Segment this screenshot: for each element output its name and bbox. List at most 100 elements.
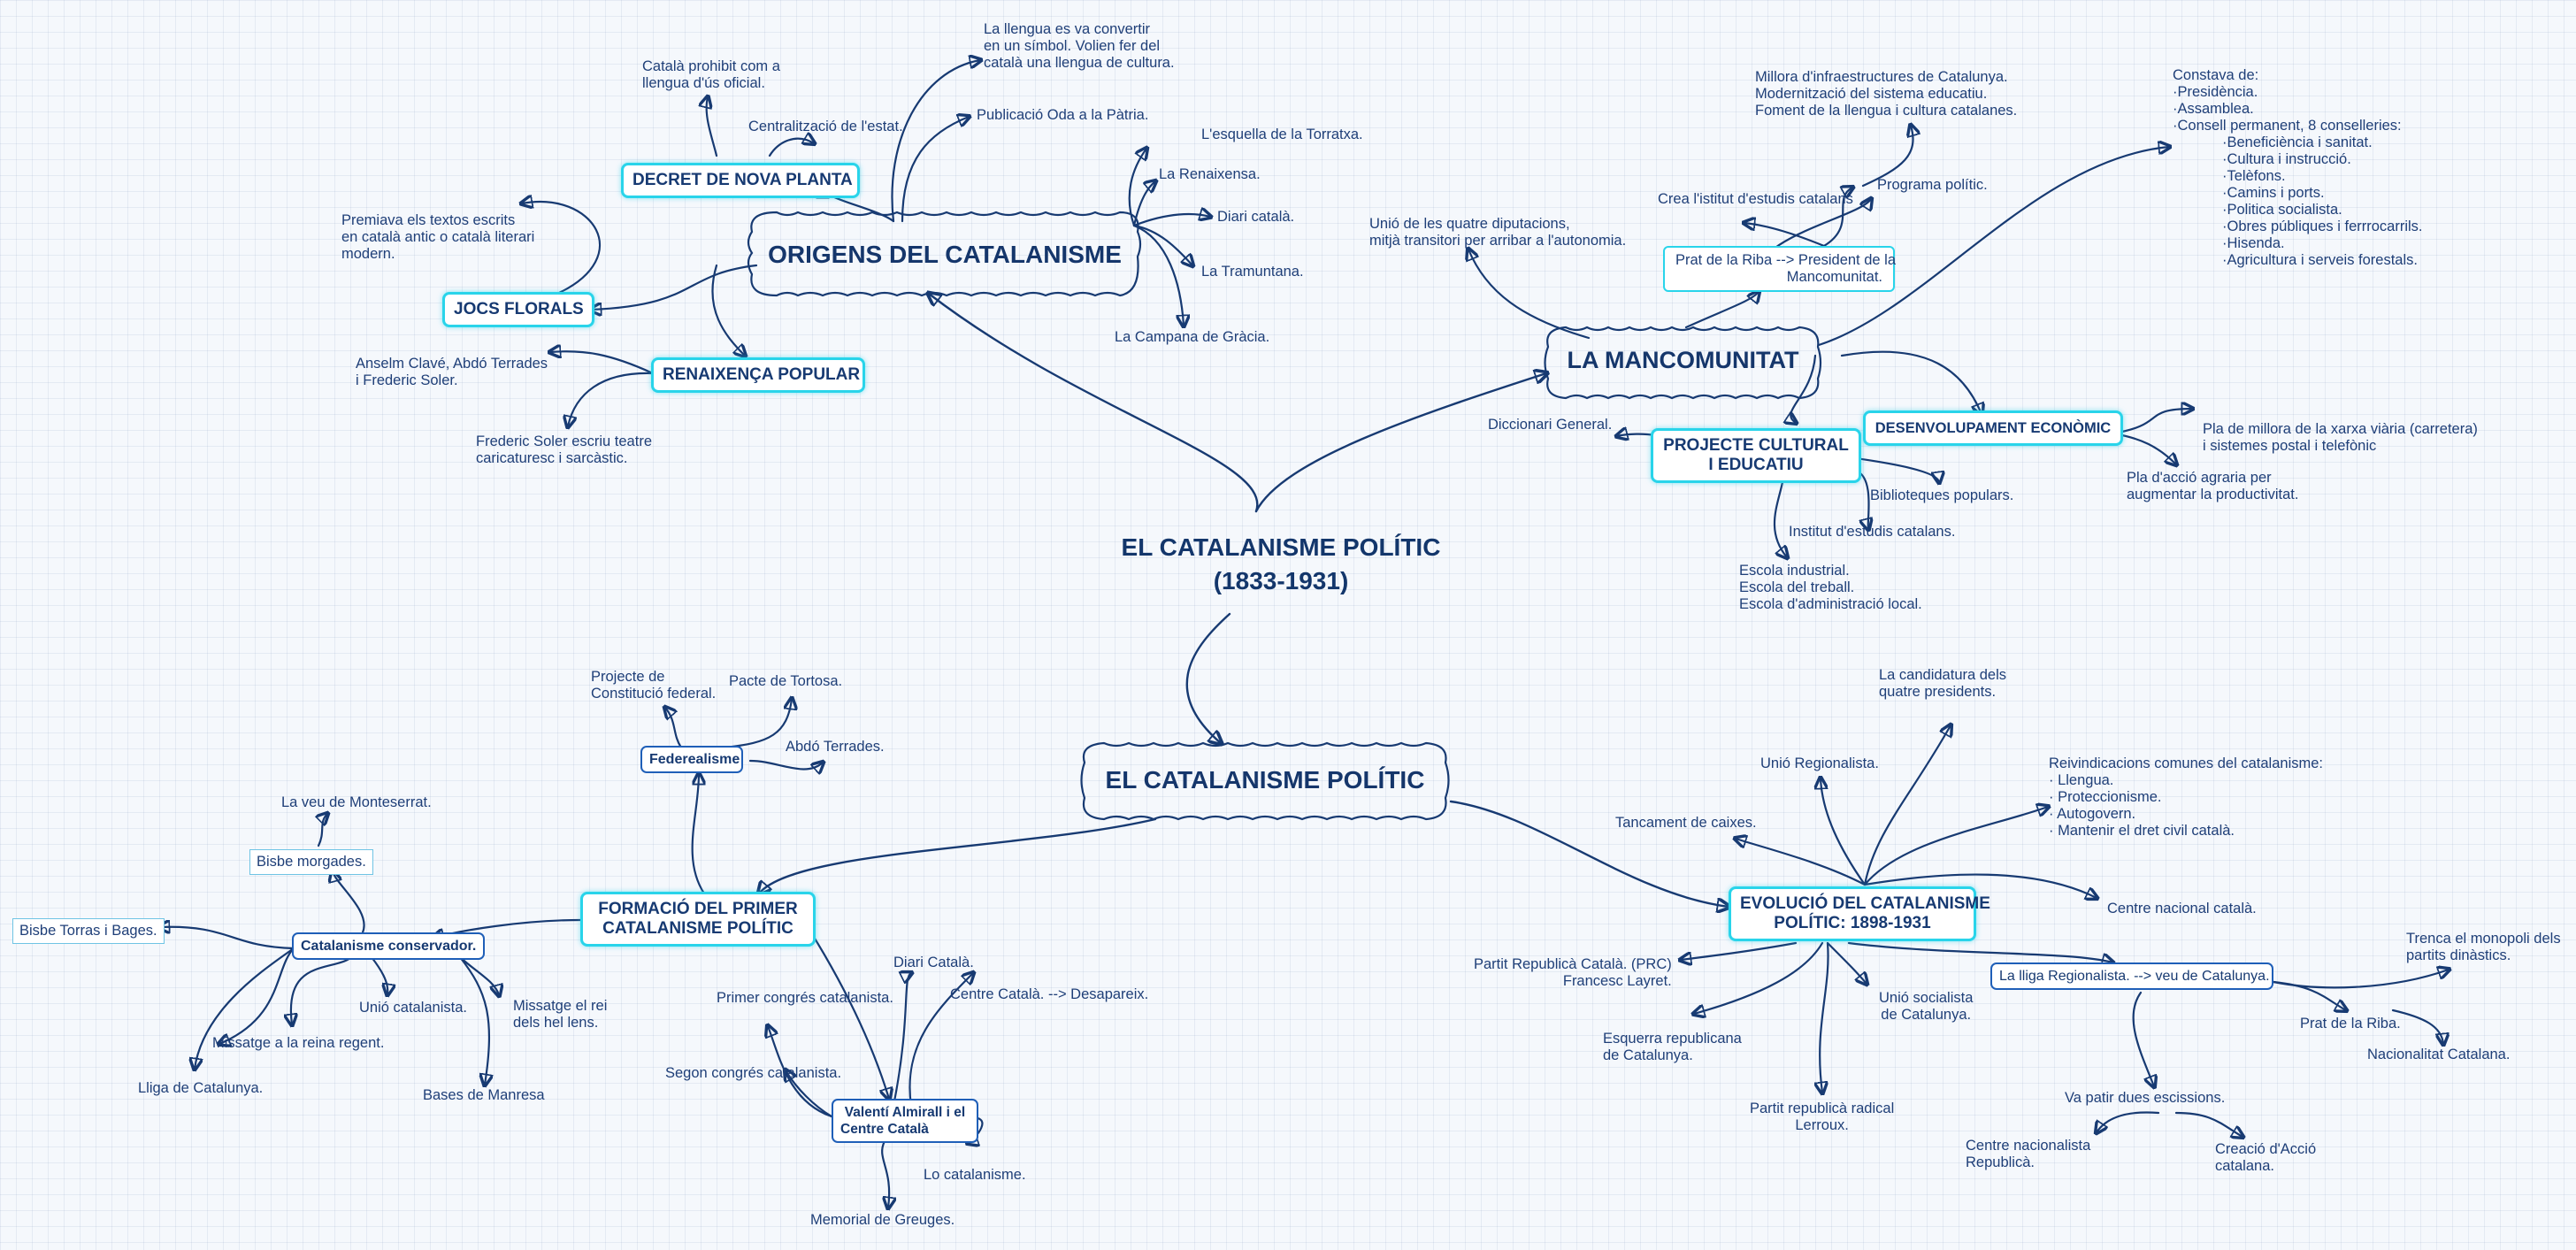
prat-riba-text: Prat de la Riba. xyxy=(2300,1016,2401,1031)
pla-agraria-text: Pla d'acció agraria per augmentar la pro… xyxy=(2127,470,2298,503)
veu-monteserrat-text: La veu de Monteserrat. xyxy=(281,794,432,810)
text-line: llengua d'ús oficial. xyxy=(642,75,765,91)
text-line: Projecte de xyxy=(591,669,665,685)
text-line: Prat de la Riba --> President de la xyxy=(1675,252,1897,268)
abdo-terrades-text: Abdó Terrades. xyxy=(786,739,885,755)
text-line: i sistemes postal i telefònic xyxy=(2203,438,2377,454)
unio-socialista-text: Unió socialista de Catalunya. xyxy=(1879,990,1973,1024)
text-line: ·Politica socialista. xyxy=(2222,202,2342,218)
desenvolupament-economic-box[interactable]: DESENVOLUPAMENT ECONÒMIC xyxy=(1863,410,2123,446)
prat-president-box[interactable]: Prat de la Riba --> President de la Manc… xyxy=(1663,246,1897,292)
text-line: ·Hisenda. xyxy=(2222,235,2285,251)
text-line: ·Consell permanent, 8 conselleries: xyxy=(2173,118,2402,134)
missatge-rei-text: Missatge el rei dels hel lens. xyxy=(513,998,607,1031)
centralitzacio-text: Centralització de l'estat. xyxy=(748,119,903,134)
text-line: en un símbol. Volien fer del xyxy=(984,38,1161,54)
federalisme-box[interactable]: Federealisme xyxy=(640,746,743,773)
diari-catala-premsa-text: Diari català. xyxy=(1217,209,1295,225)
text-line: Anselm Clavé, Abdó Terrades xyxy=(356,356,548,372)
text-line: ·Assamblea. xyxy=(2173,101,2254,117)
text-line: Partit republicà radical xyxy=(1750,1100,1895,1116)
text-line: · Proteccionisme. xyxy=(2049,789,2162,805)
text-line: Creació d'Acció xyxy=(2215,1141,2317,1157)
almirall-centre-catala-box[interactable]: Valentí Almirall i el Centre Català xyxy=(832,1099,978,1143)
cloud-politic-label[interactable]: EL CATALANISME POLÍTIC xyxy=(1105,766,1425,794)
reivindicacions-text: Reivindicacions comunes del catalanisme:… xyxy=(2049,755,2323,840)
bases-manresa-text: Bases de Manresa xyxy=(423,1087,545,1103)
lliga-catalunya-text: Lliga de Catalunya. xyxy=(138,1080,264,1096)
main-title: EL CATALANISME POLÍTIC (1833-1931) xyxy=(1116,531,1445,598)
text-line: augmentar la productivitat. xyxy=(2127,487,2299,502)
istitut-estudis-text: Crea l'istitut d'estudis catalans xyxy=(1658,191,1853,207)
text-line: Frederic Soler escriu teatre xyxy=(476,433,652,449)
text-line: i Frederic Soler. xyxy=(356,372,458,388)
bisbe-morgades-box[interactable]: Bisbe morgades. xyxy=(249,849,373,875)
diccionari-text: Diccionari General. xyxy=(1488,417,1613,433)
text-line: Trenca el monopoli dels xyxy=(2406,931,2561,947)
text-line: EVOLUCIÓ DEL CATALANISME xyxy=(1740,894,1990,913)
bisbe-torras-box[interactable]: Bisbe Torras i Bages. xyxy=(12,918,165,944)
unio-catalanista-text: Unió catalanista. xyxy=(359,1000,467,1016)
jocs-florals-desc-text: Premiava els textos escrits en català an… xyxy=(341,212,534,263)
pla-xarxa-viaria-text: Pla de millora de la xarxa viària (carre… xyxy=(2203,421,2478,455)
text-line: Reivindicacions comunes del catalanisme: xyxy=(2049,755,2323,771)
text-line: Foment de la llengua i cultura catalanes… xyxy=(1755,103,2018,119)
text-line: · Mantenir el dret civil català. xyxy=(2049,823,2235,839)
jocs-florals-box[interactable]: JOCS FLORALS xyxy=(442,292,594,327)
text-line: Constava de: xyxy=(2173,67,2259,83)
text-line: Unió socialista xyxy=(1879,990,1974,1006)
text-line: Escola industrial. xyxy=(1739,563,1850,579)
text-line: de Catalunya. xyxy=(1881,1007,1972,1023)
text-line: CATALANISME POLÍTIC xyxy=(602,919,794,938)
diari-catala-text: Diari Català. xyxy=(893,955,974,970)
catalanisme-conservador-box[interactable]: Catalanisme conservador. xyxy=(292,932,485,960)
text-line: ·Beneficiència i sanitat. xyxy=(2222,134,2373,150)
text-line: Centre Català xyxy=(840,1122,929,1137)
cloud-mancomunitat-label[interactable]: LA MANCOMUNITAT xyxy=(1567,347,1799,373)
text-line: ·Camins i ports. xyxy=(2222,185,2325,201)
lliga-regionalista-box[interactable]: La lliga Regionalista. --> veu de Catalu… xyxy=(1990,962,2273,990)
text-line: català una llengua de cultura. xyxy=(984,55,1175,71)
cloud-origens-label[interactable]: ORIGENS DEL CATALANISME xyxy=(768,241,1122,268)
text-line: catalana. xyxy=(2215,1158,2274,1174)
text-line: Mancomunitat. xyxy=(1786,269,1882,285)
text-line: PROJECTE CULTURAL xyxy=(1663,436,1849,455)
text-line: La candidatura dels xyxy=(1879,667,2007,683)
segon-congres-text: Segon congrés catalanista. xyxy=(665,1065,842,1081)
renaixenca-popular-box[interactable]: RENAIXENÇA POPULAR xyxy=(651,357,865,393)
text-line: Pla de millora de la xarxa viària (carre… xyxy=(2203,421,2478,437)
tramuntana-text: La Tramuntana. xyxy=(1201,264,1304,280)
text-line: Millora d'infraestructures de Catalunya. xyxy=(1755,69,2008,85)
text-line: Constitució federal. xyxy=(591,686,717,702)
candidatura-presidents-text: La candidatura dels quatre presidents. xyxy=(1879,667,2006,701)
centre-nacional-catala-text: Centre nacional català. xyxy=(2107,901,2257,916)
frederic-soler-text: Frederic Soler escriu teatre caricatures… xyxy=(476,433,652,467)
decret-nova-planta-box[interactable]: DECRET DE NOVA PLANTA xyxy=(621,163,860,198)
campana-gracia-text: La Campana de Gràcia. xyxy=(1115,329,1270,345)
text-line: · Autogovern. xyxy=(2049,806,2136,822)
text-line: Francesc Layret. xyxy=(1562,973,1672,989)
text-line: quatre presidents. xyxy=(1879,684,1997,700)
text-line: de Catalunya. xyxy=(1603,1047,1693,1063)
text-line: Català prohibit com a xyxy=(642,58,780,74)
missatge-reina-text: Missatge a la reina regent. xyxy=(212,1035,385,1051)
projecte-cultural-box[interactable]: PROJECTE CULTURAL I EDUCATIU xyxy=(1651,428,1861,483)
prc-layret-text: Partit Republicà Català. (PRC) Francesc … xyxy=(1474,956,1672,990)
unio-diputacions-text: Unió de les quatre diputacions, mitjà tr… xyxy=(1369,216,1626,249)
institut-estudis-text: Institut d'estudis catalans. xyxy=(1789,524,1956,540)
dues-escissions-text: Va patir dues escissions. xyxy=(2065,1090,2226,1106)
text-line: Missatge el rei xyxy=(513,998,608,1014)
evolucio-catalanisme-box[interactable]: EVOLUCIÓ DEL CATALANISME POLÍTIC: 1898-1… xyxy=(1729,886,1990,941)
text-line: ·Telèfons. xyxy=(2222,168,2286,184)
text-line: mitjà transitori per arribar a l'autonom… xyxy=(1369,233,1627,249)
primer-congres-text: Primer congrés catalanista. xyxy=(717,990,893,1006)
trenca-monopoli-text: Trenca el monopoli dels partits dinàstic… xyxy=(2406,931,2561,964)
memorial-greuges-text: Memorial de Greuges. xyxy=(810,1212,955,1228)
llengua-simbol-text: La llengua es va convertir en un símbol.… xyxy=(984,21,1175,72)
text-line: ·Presidència. xyxy=(2173,84,2258,100)
text-line: ·Agricultura i serveis forestals. xyxy=(2222,252,2418,268)
formacio-primer-catalanisme-box[interactable]: FORMACIÓ DEL PRIMER CATALANISME POLÍTIC xyxy=(580,892,816,947)
decret-prohibit-text: Català prohibit com a llengua d'ús ofici… xyxy=(642,58,780,92)
text-line: modern. xyxy=(341,246,395,262)
